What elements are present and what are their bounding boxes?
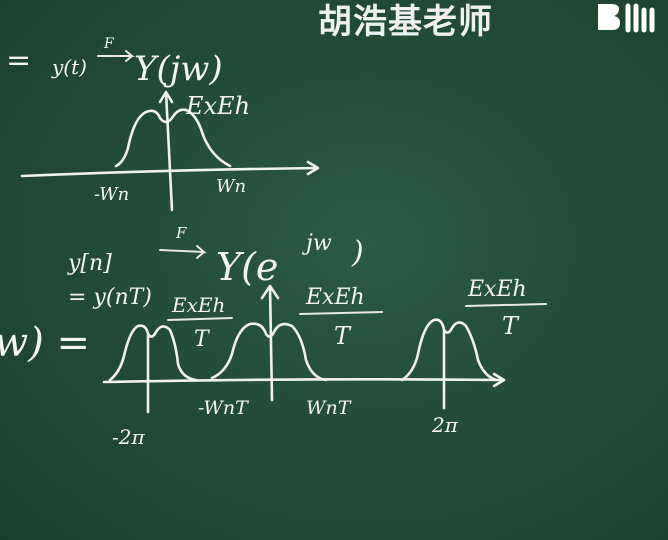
fourier-op-label-2: F [175,224,187,242]
bottom-axis: ExEh T ExEh T ExEh T -2π -WnT WnT 2π [102,277,547,449]
equals-prefix: = [6,43,31,78]
pulse-left [108,324,198,382]
fraction-bar [465,303,547,307]
dtft-label: Y(e [216,245,278,289]
tick-2pi: 2π [431,413,459,437]
top-spectrum-curve [114,108,232,168]
freq-axis-bottom [102,372,506,388]
top-right-tick: Wn [216,176,246,197]
amplitude-axis-top [158,90,174,212]
pulse-label-left: ExEh T [167,293,233,352]
sequence-label: y[n] [67,251,112,276]
spectrum-label: Y(jw) [134,49,223,89]
pulse-label-num: ExEh [305,285,365,310]
pulse-label-right: ExEh T [465,277,547,340]
transform-arrow-icon [97,50,135,62]
bilibili-logo-icon [598,3,655,33]
pulse-label-den: T [334,322,352,350]
pulse-center [210,322,328,382]
pulse-label-den: T [502,312,520,340]
pulse-label-den: T [194,327,211,352]
amplitude-axis-bottom [260,284,280,402]
bottom-relation: y[n] F Y(e jw ) = y(nT) w) = [0,224,364,366]
sample-equation: = y(nT) [68,285,152,310]
dtft-close-paren: ) [351,235,364,270]
tick-neg-wnt: -WnT [198,397,249,419]
left-fragment: w) = [0,320,90,366]
tick-neg-2pi: -2π [112,425,145,449]
tick-wnt: WnT [306,397,352,419]
transform-arrow-2-icon [159,245,207,259]
fraction-bar [167,317,233,321]
top-relation: = y(t) F Y(jw) [6,36,223,89]
channel-watermark: 胡浩基老师 [318,2,493,42]
fraction-bar [299,311,383,315]
time-signal-label: y(t) [51,55,87,79]
dtft-exponent: jw [301,231,332,256]
pulse-label-num: ExEh [467,277,527,302]
top-left-tick: -Wn [94,184,129,205]
top-peak-label: ExEh [185,92,250,120]
pulse-right [400,318,498,382]
pulse-label-center: ExEh T [299,285,383,350]
freq-axis-top [20,160,320,178]
fourier-op-label: F [103,36,115,52]
pulse-label-num: ExEh [171,293,225,317]
top-axis: ExEh -Wn Wn [20,90,320,212]
